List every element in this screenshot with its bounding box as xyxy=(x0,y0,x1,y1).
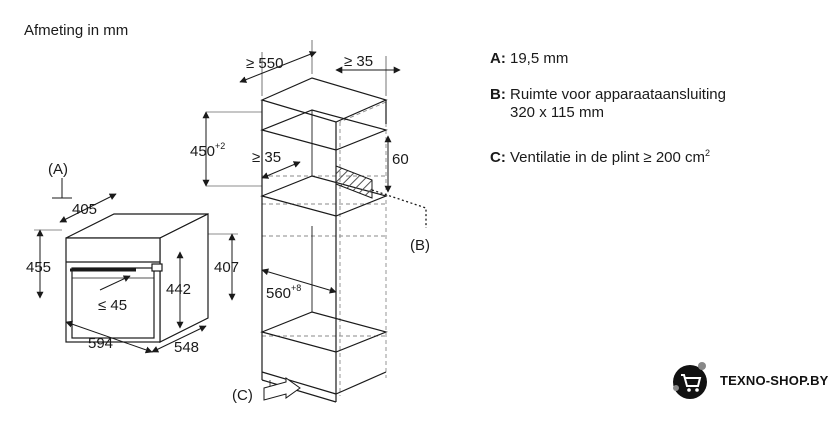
dim-560: 560+8 xyxy=(266,283,301,302)
legend-b: B: Ruimte voor apparaataansluiting 320 x… xyxy=(490,86,726,122)
dim-35-mid: ≥ 35 xyxy=(252,149,281,166)
dim-60: 60 xyxy=(392,151,409,168)
dim-594: 594 xyxy=(88,335,113,352)
label-marker-c: (C) xyxy=(232,387,253,404)
page-title: Afmeting in mm xyxy=(24,22,129,39)
cart-icon xyxy=(673,362,707,399)
oven-drawing xyxy=(65,213,209,343)
oven-dimensions xyxy=(34,178,238,354)
legend-c: C: Ventilatie in de plint ≥ 200 cm2 xyxy=(490,144,710,167)
legend-a-text: 19,5 mm xyxy=(510,50,569,67)
cabinet-drawing xyxy=(260,77,388,403)
connection-area xyxy=(335,165,373,199)
brand-logo: TEXNO-SHOP.BY xyxy=(670,358,829,402)
legend-c-sup: 2 xyxy=(705,148,711,158)
brand-name: TEXNO-SHOP.BY xyxy=(720,372,829,388)
dim-550: ≥ 550 xyxy=(246,55,283,72)
dim-35-top: ≥ 35 xyxy=(344,53,373,70)
dim-405: 405 xyxy=(72,201,97,218)
legend-c-key: C: xyxy=(490,149,506,166)
label-marker-b: (B) xyxy=(410,237,430,254)
label-marker-a: (A) xyxy=(48,161,68,178)
legend-a-key: A: xyxy=(490,50,506,67)
dim-45: ≤ 45 xyxy=(98,297,127,314)
dim-442: 442 xyxy=(166,281,191,298)
dim-455: 455 xyxy=(26,259,51,276)
legend-b-text-2: 320 x 115 mm xyxy=(510,104,604,121)
legend-b-text-1: Ruimte voor apparaataansluiting xyxy=(510,86,726,103)
legend-c-text: Ventilatie in de plint ≥ 200 cm xyxy=(510,149,706,166)
cabinet-dimensions xyxy=(202,40,427,401)
dim-450: 450+2 xyxy=(190,141,225,160)
legend-b-key: B: xyxy=(490,86,506,103)
dim-548: 548 xyxy=(174,339,199,356)
legend-a: A: 19,5 mm xyxy=(490,50,568,68)
dim-407: 407 xyxy=(214,259,239,276)
